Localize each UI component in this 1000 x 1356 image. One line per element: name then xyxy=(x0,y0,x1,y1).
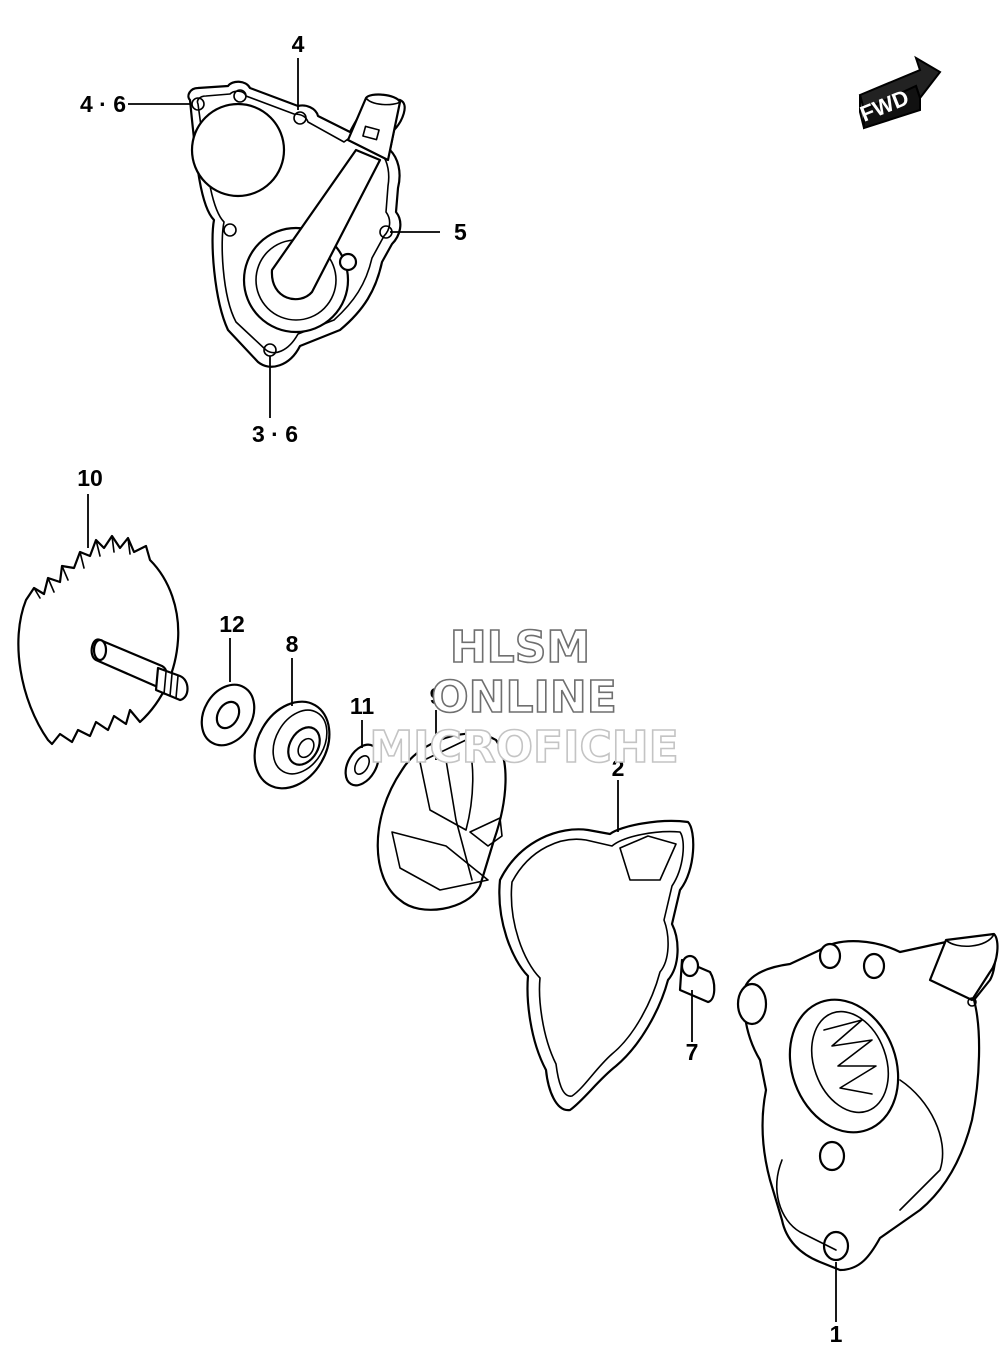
watermark-line2: ONLINE xyxy=(431,672,617,723)
seal-part xyxy=(344,743,380,787)
impeller-part xyxy=(376,732,507,911)
fwd-arrow-icon: FWD xyxy=(857,55,942,130)
gasket-part xyxy=(498,819,695,1112)
callout-5: 5 xyxy=(454,219,467,245)
pump-case-part xyxy=(736,932,999,1272)
callout-12: 12 xyxy=(219,611,245,637)
callout-4-6: 4 · 6 xyxy=(80,91,126,117)
callout-11: 11 xyxy=(350,693,375,719)
washer-part xyxy=(200,683,256,747)
bearing-part xyxy=(253,700,331,790)
callout-4: 4 xyxy=(292,31,305,57)
pump-cover-part xyxy=(187,80,406,368)
callout-9: 9 xyxy=(430,683,443,709)
watermark-line3: MICROFICHE xyxy=(369,722,678,773)
callout-10: 10 xyxy=(77,465,103,491)
callout-3-6: 3 · 6 xyxy=(252,421,298,447)
callout-7: 7 xyxy=(686,1039,699,1065)
callout-2: 2 xyxy=(612,755,625,781)
impeller-shaft-gear-part xyxy=(17,534,189,746)
dowel-pin-part xyxy=(678,954,716,1004)
callout-8: 8 xyxy=(286,631,299,657)
callout-1: 1 xyxy=(830,1321,843,1347)
watermark-line1: HLSM xyxy=(450,622,590,673)
watermark: HLSM ONLINE MICROFICHE xyxy=(369,621,680,774)
